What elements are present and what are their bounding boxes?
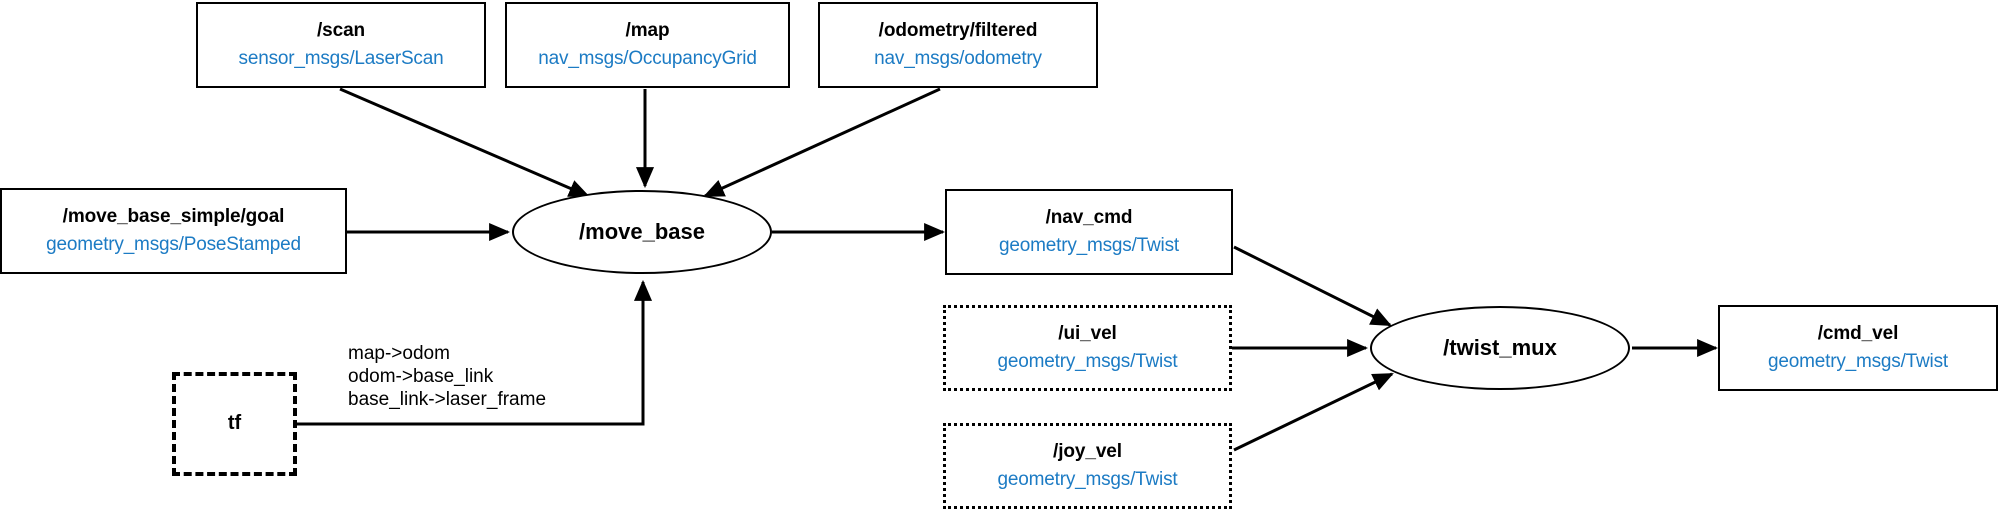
tf-transform-line-1: map->odom [348,343,450,364]
topic-name: /odometry/filtered [878,20,1038,42]
topic-name: /cmd_vel [1817,323,1899,345]
topic-type: geometry_msgs/PoseStamped [46,233,301,255]
topic-name: /joy_vel [1053,441,1122,463]
ros-node-tf[interactable]: tf [172,372,297,476]
topic-name: /nav_cmd [1045,207,1133,229]
topic-type: nav_msgs/odometry [874,47,1042,69]
topic-name: /ui_vel [1058,323,1117,345]
topic-type: geometry_msgs/Twist [997,350,1178,372]
topic-node-map[interactable]: /map nav_msgs/OccupancyGrid [505,2,790,88]
tf-transform-line-2: odom->base_link [348,366,494,388]
topic-name: /move_base_simple/goal [62,206,285,228]
edge-scan-to-move-base [339,87,590,198]
topic-type: geometry_msgs/Twist [1768,350,1948,372]
topic-node-odometry-filtered[interactable]: /odometry/filtered nav_msgs/odometry [818,2,1098,88]
node-label: tf [227,412,242,435]
topic-node-joy-vel[interactable]: /joy_vel geometry_msgs/Twist [943,423,1232,509]
topic-node-cmd-vel[interactable]: /cmd_vel geometry_msgs/Twist [1718,305,1998,391]
topic-name: /scan [316,20,366,42]
node-label: /twist_mux [1443,334,1557,360]
topic-node-nav-cmd[interactable]: /nav_cmd geometry_msgs/Twist [945,189,1233,275]
topic-type: nav_msgs/OccupancyGrid [538,47,757,69]
topic-node-scan[interactable]: /scan sensor_msgs/LaserScan [196,2,486,88]
topic-type: sensor_msgs/LaserScan [238,47,444,69]
edge-joy-vel-to-twist-mux [1233,372,1394,452]
ros-node-twist-mux[interactable]: /twist_mux [1370,306,1630,390]
topic-node-move-base-simple-goal[interactable]: /move_base_simple/goal geometry_msgs/Pos… [0,188,347,274]
ros-node-move-base[interactable]: /move_base [512,190,772,274]
tf-transform-labels: map->odom odom->base_link base_link->las… [348,342,546,412]
topic-type: geometry_msgs/Twist [997,468,1178,490]
topic-type: geometry_msgs/Twist [999,234,1179,256]
edge-nav-cmd-to-twist-mux [1233,245,1392,327]
topic-node-ui-vel[interactable]: /ui_vel geometry_msgs/Twist [943,305,1232,391]
tf-transform-line-3: base_link->laser_frame [348,389,547,411]
node-label: /move_base [579,218,705,244]
edge-odometry-to-move-base [703,87,941,198]
topic-name: /map [625,20,670,42]
